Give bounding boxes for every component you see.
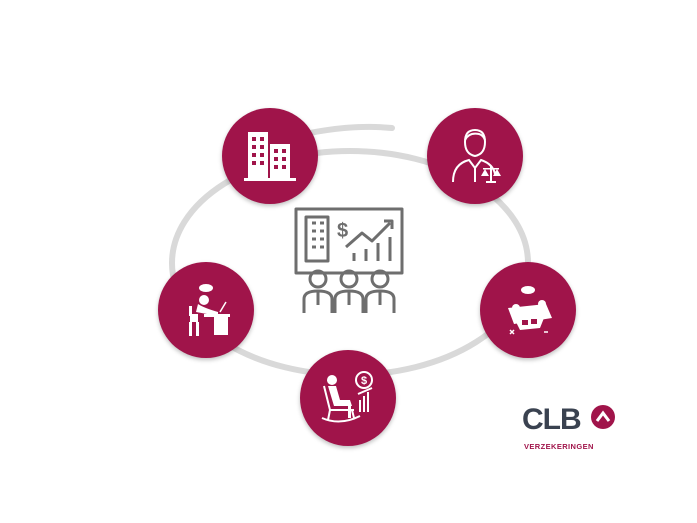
lawyer-scales-icon [452,128,501,183]
node-burnout [158,262,254,358]
retirement-rocking-chair-icon: $ [321,371,373,423]
svg-text:$: $ [337,220,348,242]
node-office-building [222,108,318,204]
node-car-accident [480,262,576,358]
logo-mark-icon [591,405,615,429]
burnout-desk-icon [189,284,230,336]
clb-logo: CLB VERZEKERINGEN [522,402,622,454]
node-legal [427,108,523,204]
business-team-presentation-icon: $ [294,207,404,313]
node-retirement: $ [300,350,396,446]
office-building-icon [244,132,296,181]
car-accident-icon [508,286,552,335]
svg-text:$: $ [361,375,367,387]
logo-brand: CLB [522,403,582,436]
logo-tagline: VERZEKERINGEN [524,442,594,451]
